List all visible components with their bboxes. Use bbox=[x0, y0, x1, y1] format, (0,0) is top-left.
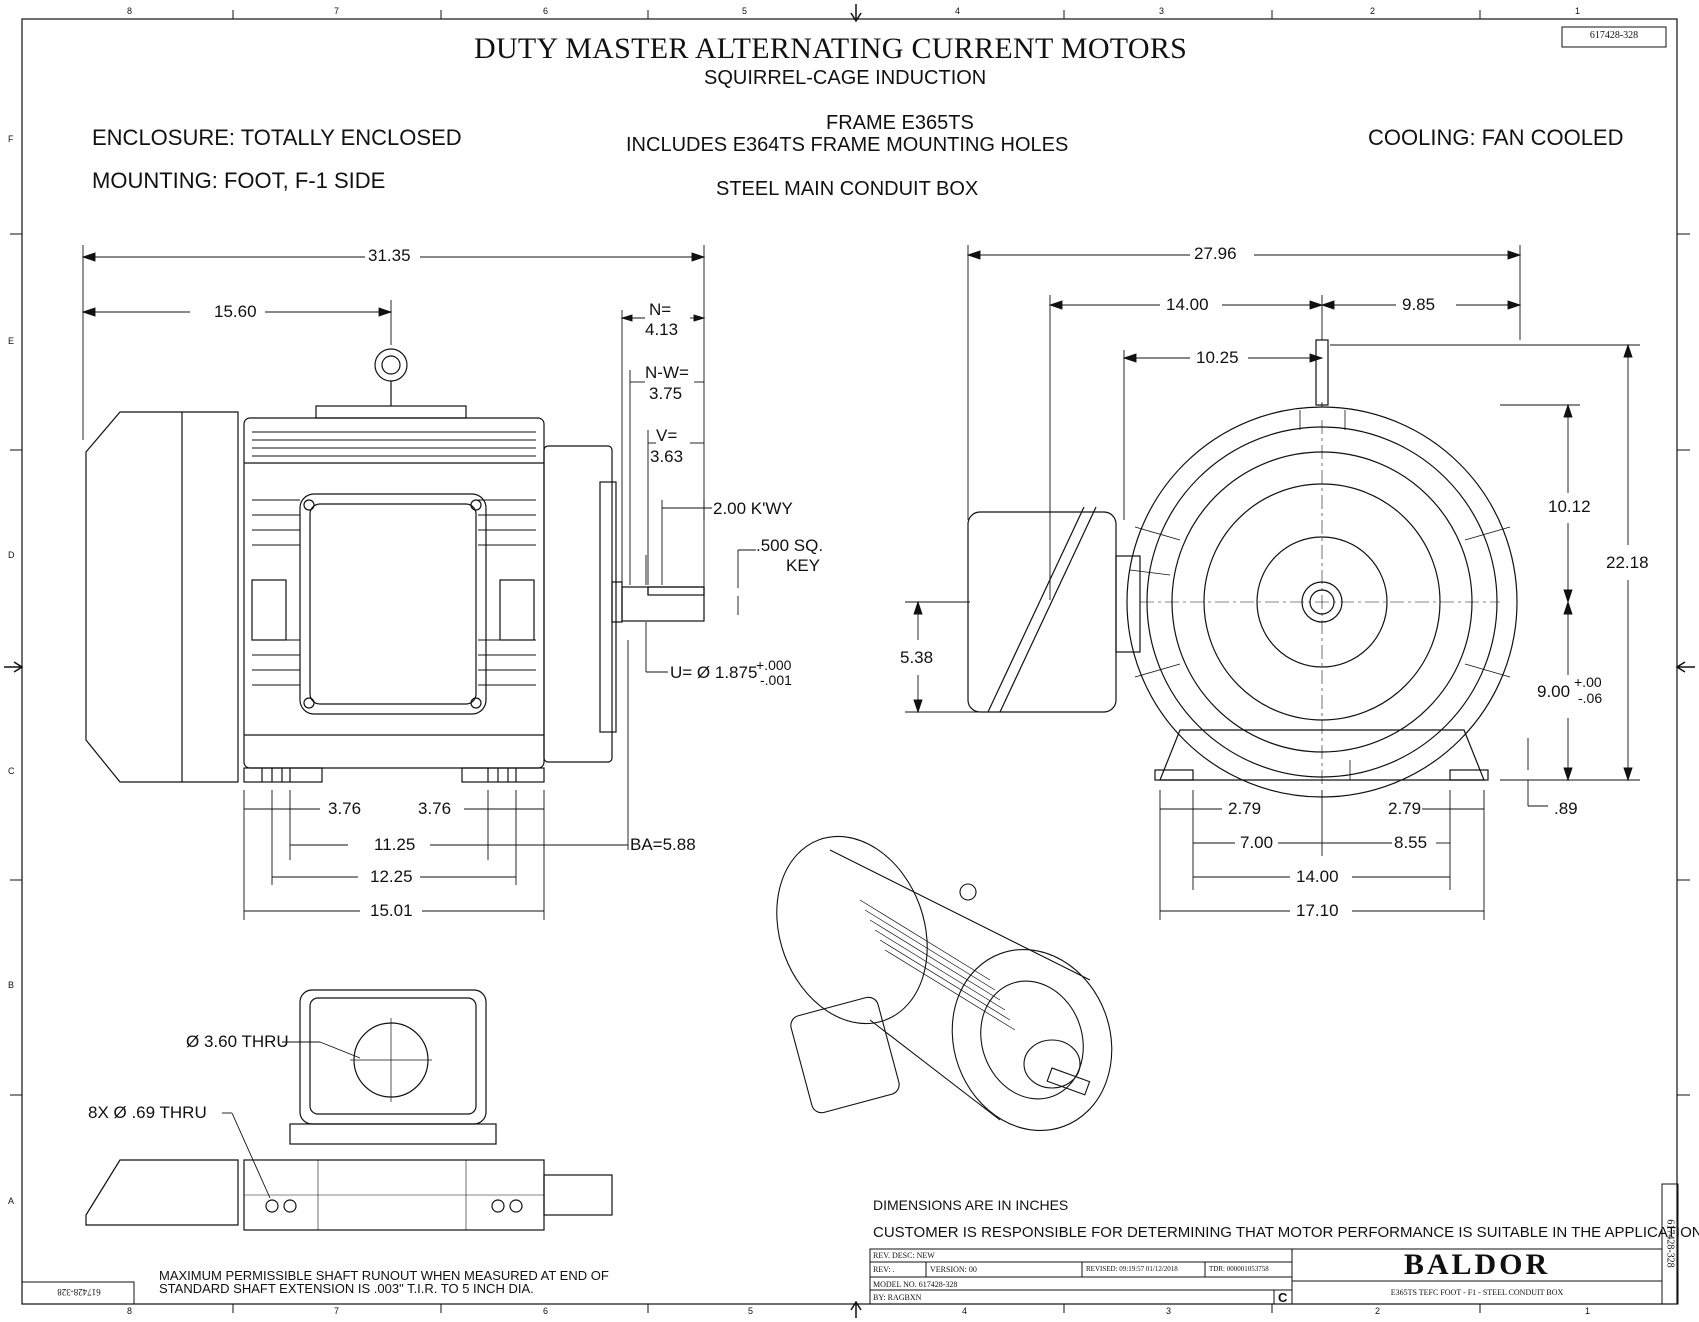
zone-label: A bbox=[8, 1196, 15, 1206]
dim-nw-value: 3.75 bbox=[649, 384, 683, 403]
dim-base-right: 8.55 bbox=[1394, 833, 1428, 852]
zone-label: 6 bbox=[543, 1306, 549, 1316]
dim-end-height: 22.18 bbox=[1606, 553, 1649, 572]
dim-n-label: N= bbox=[649, 300, 672, 319]
dim-overall-length: 31.35 bbox=[368, 246, 411, 265]
rev: REV: . bbox=[873, 1265, 895, 1274]
zone-label: 8 bbox=[127, 1306, 133, 1316]
dim-shaft-tol-plus: +.000 bbox=[756, 657, 792, 673]
dim-foot-right: 2.79 bbox=[1388, 799, 1422, 818]
dim-base-left: 7.00 bbox=[1240, 833, 1274, 852]
page-title: DUTY MASTER ALTERNATING CURRENT MOTORS bbox=[474, 32, 1188, 65]
runout-note: MAXIMUM PERMISSIBLE SHAFT RUNOUT WHEN ME… bbox=[159, 1269, 609, 1295]
zone-label: 8 bbox=[127, 6, 133, 16]
dim-end-overall: 27.96 bbox=[1194, 244, 1237, 263]
frame-label: FRAME E365TS bbox=[826, 112, 974, 134]
frame-note: INCLUDES E364TS FRAME MOUNTING HOLES bbox=[626, 134, 1069, 156]
drawing-description: E365TS TEFC FOOT - F1 - STEEL CONDUIT BO… bbox=[1390, 1288, 1564, 1297]
enclosure-label: ENCLOSURE: TOTALLY ENCLOSED bbox=[92, 125, 462, 150]
dim-keyway: 2.00 K'WY bbox=[713, 499, 793, 518]
dim-end-top: 10.12 bbox=[1548, 497, 1591, 516]
dim-end-right: 9.85 bbox=[1402, 295, 1436, 314]
dim-shaft-height: 9.00 bbox=[1537, 682, 1571, 701]
dim-n-value: 4.13 bbox=[645, 320, 679, 339]
dim-base-width: 14.00 bbox=[1296, 867, 1339, 886]
dim-mounting-holes: 8X Ø .69 THRU bbox=[88, 1103, 207, 1122]
dim-conduit-hole: Ø 3.60 THRU bbox=[186, 1032, 289, 1051]
dim-12-25: 12.25 bbox=[370, 867, 413, 886]
zone-label: B bbox=[8, 980, 15, 990]
zone-label: 4 bbox=[962, 1306, 968, 1316]
dim-base-total: 17.10 bbox=[1296, 901, 1339, 920]
zone-label: C bbox=[8, 766, 15, 776]
dim-key-line1: .500 SQ. bbox=[756, 536, 824, 555]
dim-box-height: 5.38 bbox=[900, 648, 934, 667]
dim-11-25: 11.25 bbox=[374, 835, 416, 854]
zone-label: 1 bbox=[1585, 1306, 1591, 1316]
dim-foot-b: 3.76 bbox=[418, 799, 452, 818]
conduit-label: STEEL MAIN CONDUIT BOX bbox=[716, 178, 979, 200]
dim-foot-left: 2.79 bbox=[1228, 799, 1262, 818]
zone-label: 6 bbox=[543, 6, 549, 16]
zone-label: 5 bbox=[748, 1306, 754, 1316]
dim-15-01: 15.01 bbox=[370, 901, 413, 920]
sheet-size: C bbox=[1278, 1290, 1288, 1305]
zone-label: 1 bbox=[1575, 6, 1581, 16]
dim-shaft-height-minus: -.06 bbox=[1578, 690, 1603, 706]
zone-label: 3 bbox=[1166, 1306, 1172, 1316]
customer-note: CUSTOMER IS RESPONSIBLE FOR DETERMINING … bbox=[873, 1224, 1699, 1241]
cooling-label: COOLING: FAN COOLED bbox=[1368, 125, 1624, 150]
zone-label: 4 bbox=[955, 6, 961, 16]
drawn-by: BY: RAGBXN bbox=[873, 1293, 922, 1302]
dim-ba: BA=5.88 bbox=[630, 835, 696, 854]
dim-key-line2: KEY bbox=[786, 556, 821, 575]
dim-v-value: 3.63 bbox=[650, 447, 684, 466]
zone-label: 2 bbox=[1370, 6, 1376, 16]
zone-label: 7 bbox=[334, 6, 340, 16]
dim-shaft-diameter: U= Ø 1.875 bbox=[670, 663, 758, 682]
dim-shaft-height-plus: +.00 bbox=[1574, 674, 1602, 690]
runout-note-line2: STANDARD SHAFT EXTENSION IS .003" T.I.R.… bbox=[159, 1281, 534, 1296]
units-note: DIMENSIONS ARE IN INCHES bbox=[873, 1197, 1069, 1213]
version: VERSION: 00 bbox=[930, 1265, 977, 1274]
dim-foot-thickness: .89 bbox=[1554, 799, 1578, 818]
dim-to-lift: 15.60 bbox=[214, 302, 257, 321]
dim-end-box: 10.25 bbox=[1196, 348, 1239, 367]
mounting-label: MOUNTING: FOOT, F-1 SIDE bbox=[92, 168, 386, 193]
zone-label: 2 bbox=[1375, 1306, 1381, 1316]
rev-desc: REV. DESC: NEW bbox=[873, 1251, 935, 1260]
zone-label: 5 bbox=[742, 6, 748, 16]
dim-foot-a: 3.76 bbox=[328, 799, 362, 818]
tdr: TDR: 000001053758 bbox=[1209, 1265, 1269, 1273]
doc-number-vertical: 617428-328 bbox=[1664, 1219, 1676, 1268]
zone-label: F bbox=[8, 134, 14, 144]
runout-note-line1: MAXIMUM PERMISSIBLE SHAFT RUNOUT WHEN ME… bbox=[159, 1268, 609, 1283]
dim-v-label: V= bbox=[656, 426, 678, 445]
dim-nw-label: N-W= bbox=[645, 363, 689, 382]
zone-label: 7 bbox=[334, 1306, 340, 1316]
zone-label: D bbox=[8, 550, 15, 560]
zone-label: E bbox=[8, 336, 15, 346]
dim-end-left: 14.00 bbox=[1166, 295, 1209, 314]
dim-shaft-tol-minus: -.001 bbox=[760, 672, 792, 688]
zone-label: 3 bbox=[1159, 6, 1165, 16]
model-number: MODEL NO. 617428-328 bbox=[873, 1280, 958, 1289]
revised: REVISED: 09:19:57 01/12/2018 bbox=[1086, 1265, 1178, 1273]
page-subtitle: SQUIRREL-CAGE INDUCTION bbox=[704, 67, 987, 89]
brand-logo: BALDOR bbox=[1403, 1248, 1551, 1281]
doc-number: 617428-328 bbox=[1589, 30, 1639, 41]
doc-number-inverted: 617428-328 bbox=[57, 1287, 101, 1297]
